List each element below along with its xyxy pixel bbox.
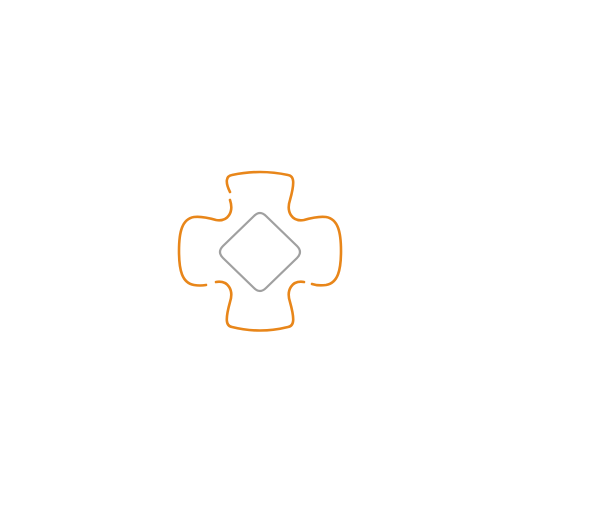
rounded-diamond-shape [218,211,302,293]
cross-outline-shape [177,170,343,332]
